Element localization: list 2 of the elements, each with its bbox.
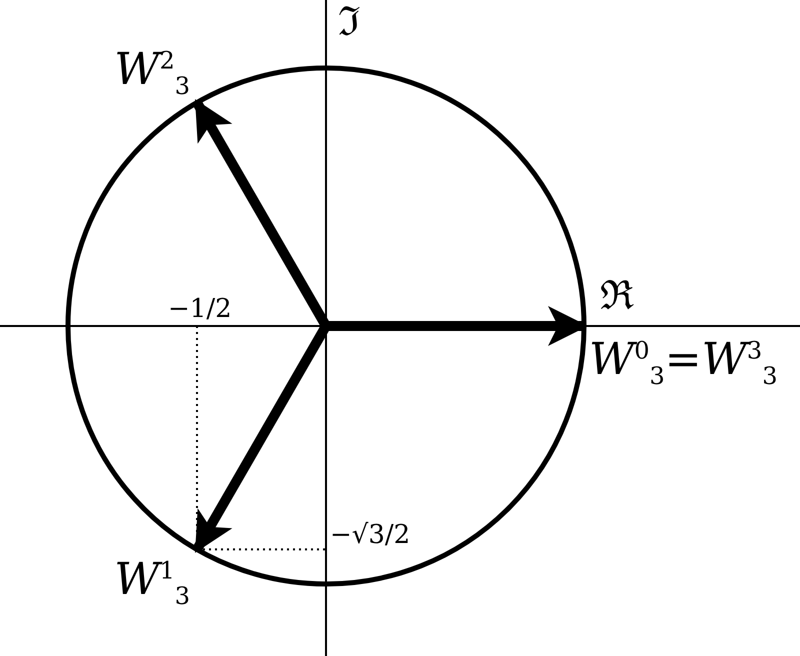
tick-label: −√3/2 bbox=[330, 522, 410, 548]
tick-label: −1/2 bbox=[168, 296, 232, 322]
